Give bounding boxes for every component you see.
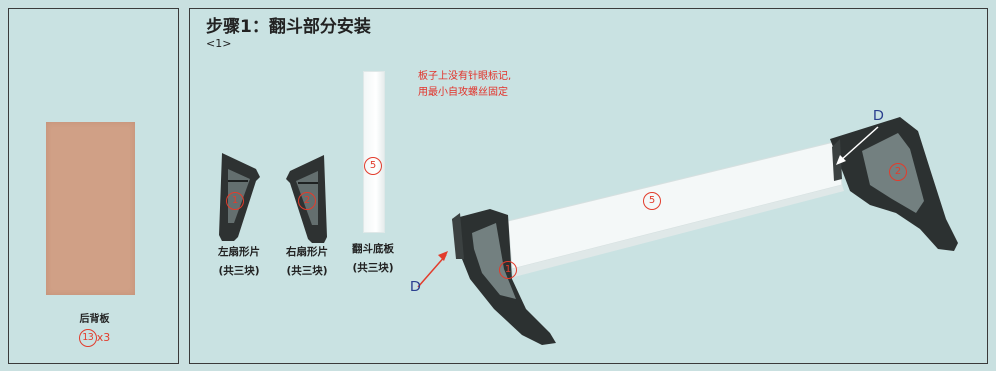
left-fan-label: 左扇形片 (共三块) (204, 243, 274, 281)
left-fan-qty: (共三块) (218, 265, 260, 277)
assembled-plate-number: 5 (643, 192, 661, 210)
assembled-hopper-image (417, 117, 958, 345)
right-fan-number: 2 (298, 192, 316, 210)
back-board-label: 后背板 (79, 314, 110, 325)
left-fan-number: 1 (226, 192, 244, 210)
bottom-plate-image (363, 71, 385, 233)
right-fan-label: 右扇形片 (共三块) (272, 243, 342, 281)
bottom-plate-qty: (共三块) (352, 262, 394, 274)
step-subtitle: <1> (206, 37, 232, 50)
left-fan-name: 左扇形片 (218, 246, 260, 258)
step-1-section: 步骤1：翻斗部分安装 <1> 板子上没有针眼标记, 用最小自攻螺丝固定 1 左扇… (189, 8, 988, 364)
part-number-13: 13 (78, 329, 97, 347)
bottom-plate-number: 5 (364, 157, 382, 175)
note-line-1: 板子上没有针眼标记, (418, 71, 512, 82)
back-board-image (46, 122, 135, 295)
quantity-text: x3 (96, 331, 111, 344)
assembled-left-number: 1 (499, 261, 517, 279)
right-fan-qty: (共三块) (286, 265, 328, 277)
right-fan-name: 右扇形片 (286, 246, 328, 258)
step-title: 步骤1：翻斗部分安装 (206, 17, 371, 37)
marker-d-left: D (410, 278, 421, 295)
bottom-plate-name: 翻斗底板 (352, 243, 394, 255)
marker-d-right: D (873, 107, 884, 124)
instruction-note: 板子上没有针眼标记, 用最小自攻螺丝固定 (418, 69, 511, 101)
note-line-2: 用最小自攻螺丝固定 (418, 87, 508, 98)
bottom-plate-label: 翻斗底板 (共三块) (338, 240, 408, 278)
assembled-right-number: 2 (889, 163, 907, 181)
